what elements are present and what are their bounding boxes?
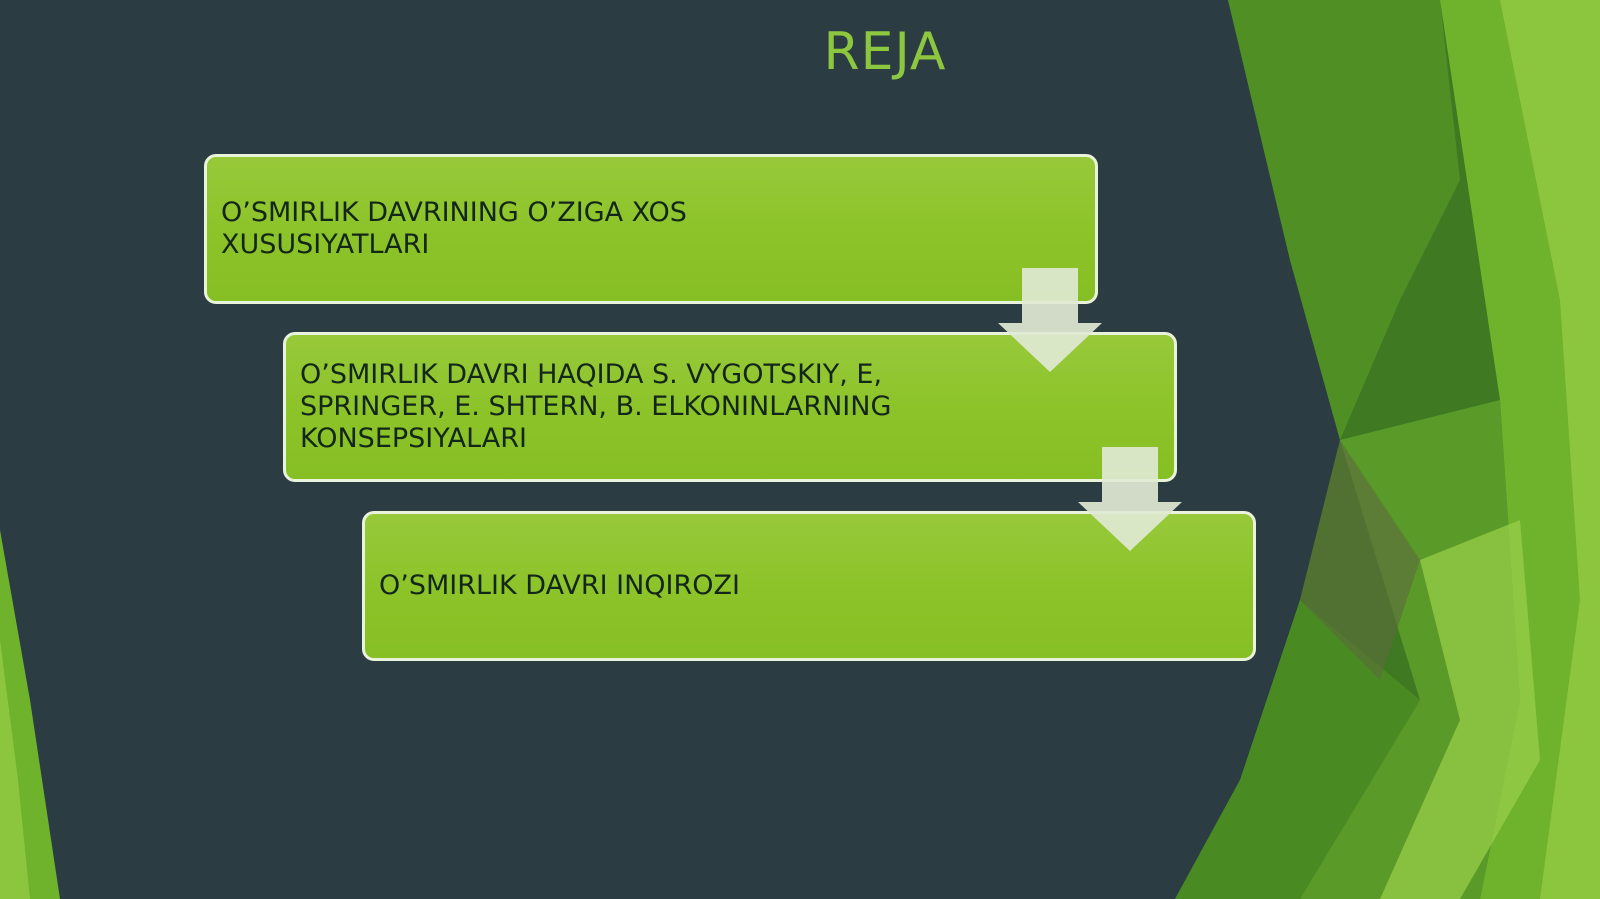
slide-title: REJA [823,22,947,82]
plan-item-2-text: O’SMIRLIK DAVRI HAQIDA S. VYGOTSKIY, E, … [300,359,892,454]
plan-item-3: O’SMIRLIK DAVRI INQIROZI [362,511,1256,661]
plan-item-2: O’SMIRLIK DAVRI HAQIDA S. VYGOTSKIY, E, … [283,332,1177,482]
plan-item-3-text: O’SMIRLIK DAVRI INQIROZI [379,570,740,601]
plan-item-1: O’SMIRLIK DAVRINING O’ZIGA XOS XUSUSIYAT… [204,154,1098,304]
down-arrow-icon [1078,447,1182,551]
plan-item-1-text: O’SMIRLIK DAVRINING O’ZIGA XOS XUSUSIYAT… [221,197,687,260]
down-arrow-icon [998,268,1102,372]
